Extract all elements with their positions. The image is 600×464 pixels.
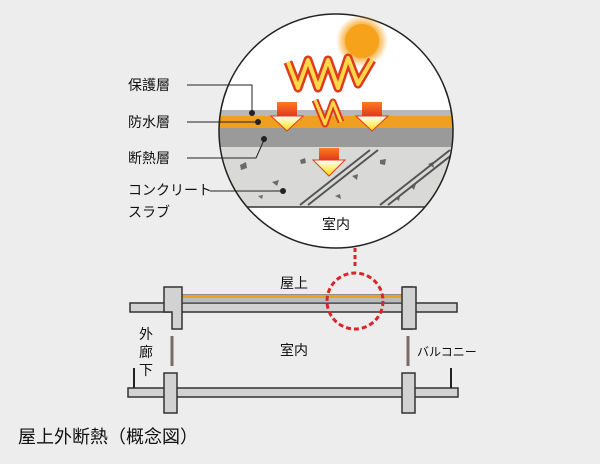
heat-rays-icon bbox=[283, 53, 376, 128]
corridor-label-1: 外 bbox=[139, 327, 153, 343]
diagram-caption: 屋上外断熱（概念図） bbox=[18, 426, 198, 448]
corridor-label-2: 廊 bbox=[139, 344, 153, 361]
layer-labels: 保護層 防水層 断熱層 コンクリート スラブ bbox=[128, 78, 286, 221]
highlight-circle bbox=[325, 271, 385, 331]
zoom-indoor-label: 室内 bbox=[322, 216, 350, 233]
leader-insulation bbox=[187, 139, 265, 159]
rebar bbox=[299, 149, 453, 206]
leader-protective bbox=[187, 84, 253, 112]
label-concrete-slab-2: スラブ bbox=[128, 204, 170, 221]
arrow-down-icon bbox=[269, 102, 305, 132]
arrow-down-icon bbox=[354, 102, 390, 132]
rooftop-label: 屋上 bbox=[280, 276, 308, 292]
label-concrete-slab-1: コンクリート bbox=[128, 183, 212, 199]
insulation-layer bbox=[219, 128, 453, 147]
arrow-down-icon bbox=[311, 148, 347, 177]
right-column-bottom bbox=[401, 372, 416, 414]
label-insulation-layer: 断熱層 bbox=[128, 151, 170, 167]
left-column-top bbox=[163, 286, 183, 330]
label-protective-layer: 保護層 bbox=[128, 78, 170, 94]
zoom-circle: 室内 bbox=[218, 13, 454, 249]
corridor-label-3: 下 bbox=[139, 363, 153, 379]
building-section: 屋上 室内 外 廊 下 バルコニー bbox=[127, 271, 477, 414]
floor-slab bbox=[127, 387, 459, 398]
label-waterproof-layer: 防水層 bbox=[128, 115, 170, 131]
balcony-label: バルコニー bbox=[417, 345, 477, 359]
heat-block-arrows bbox=[269, 102, 390, 177]
left-column-bottom bbox=[163, 372, 178, 414]
indoor-label: 室内 bbox=[280, 342, 308, 359]
